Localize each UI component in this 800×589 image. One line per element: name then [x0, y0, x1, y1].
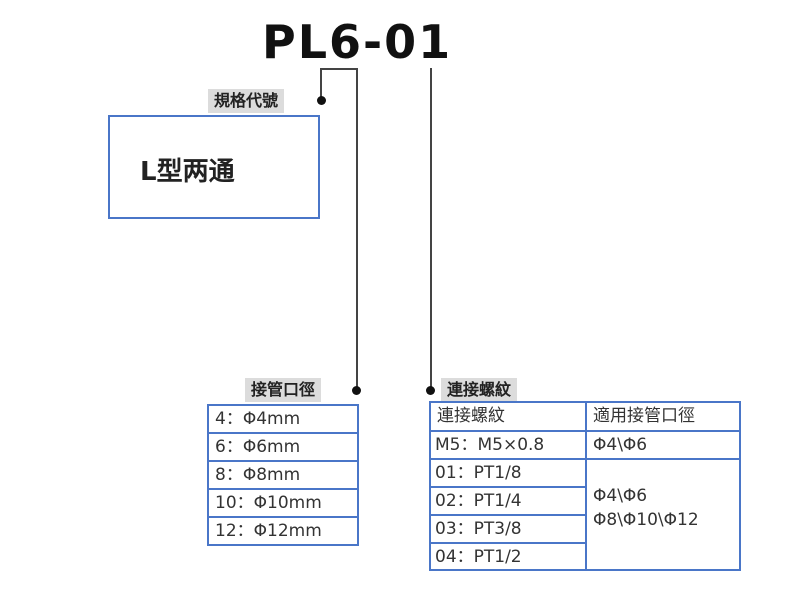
tube-diameter-list: 4：Φ4mm 6：Φ6mm 8：Φ8mm 10：Φ10mm 12：Φ12mm: [207, 404, 359, 546]
spec-dot: [317, 96, 326, 105]
tube-diameter-row: 4：Φ4mm: [209, 406, 357, 434]
thread-table: 連接螺紋 適用接管口徑 M5：M5×0.8 01：PT1/8 02：PT1/4 …: [429, 401, 741, 571]
tube-diameter-row: 12：Φ12mm: [215, 521, 322, 541]
thread-label: 連接螺紋: [441, 378, 518, 402]
tube-diameter-label: 接管口徑: [245, 378, 322, 402]
tube-diameter-row: 6：Φ6mm: [209, 434, 357, 462]
connector-diameter-line: [356, 68, 358, 390]
table-divider-horizontal: [431, 486, 585, 488]
thread-table-tube-pt-line2: Φ8\Φ10\Φ12: [593, 510, 699, 530]
connector-thread-line: [430, 68, 432, 390]
tube-diameter-row: 10：Φ10mm: [209, 490, 357, 518]
spec-box: L型两通: [108, 115, 320, 219]
model-code: PL6-01: [262, 15, 453, 69]
thread-table-tube-pt-line1: Φ4\Φ6: [593, 486, 648, 506]
table-divider-vertical: [585, 403, 587, 569]
spec-label: 規格代號: [208, 89, 285, 113]
connector-spec-horizontal: [320, 68, 358, 70]
thread-table-row: 01：PT1/8: [435, 463, 522, 483]
thread-table-row: M5：M5×0.8: [435, 435, 545, 455]
spec-value: L型两通: [140, 157, 235, 187]
connector-spec-vertical: [320, 68, 322, 98]
tube-diameter-row: 8：Φ8mm: [209, 462, 357, 490]
thread-table-header-tube: 適用接管口徑: [593, 406, 695, 426]
thread-table-row: 04：PT1/2: [435, 547, 522, 567]
table-divider-horizontal: [431, 430, 739, 432]
thread-table-header-thread: 連接螺紋: [437, 406, 505, 426]
thread-table-row: 02：PT1/4: [435, 491, 522, 511]
tube-diameter-dot: [352, 386, 361, 395]
table-divider-horizontal: [431, 458, 739, 460]
thread-dot: [426, 386, 435, 395]
table-divider-horizontal: [431, 542, 585, 544]
table-divider-horizontal: [431, 514, 585, 516]
thread-table-tube-m5: Φ4\Φ6: [593, 435, 648, 455]
thread-table-row: 03：PT3/8: [435, 519, 522, 539]
